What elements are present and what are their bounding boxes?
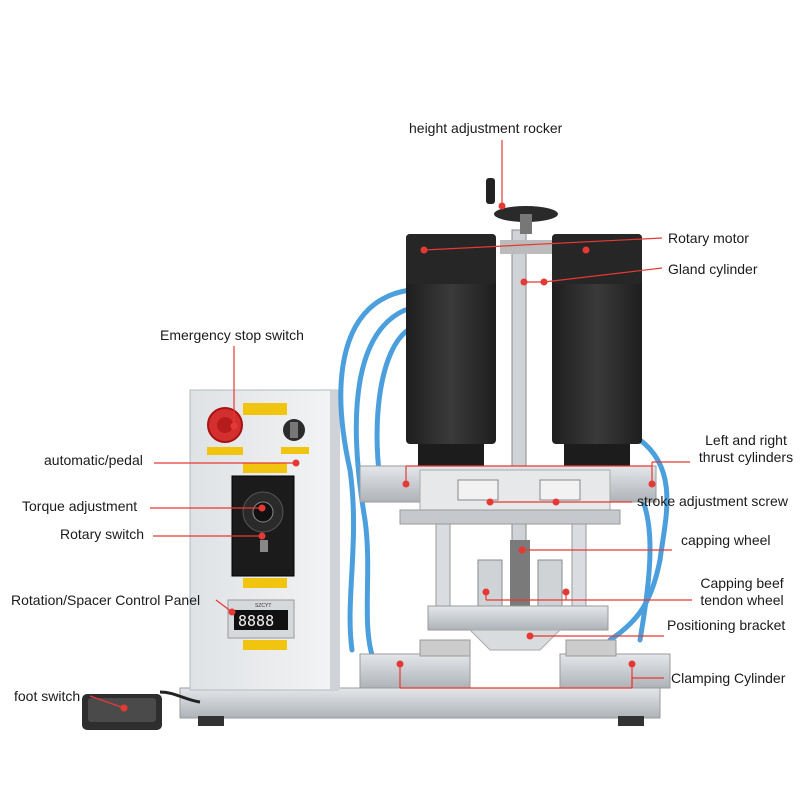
- label-clamping-cylinder: Clamping Cylinder: [671, 670, 786, 686]
- label-positioning-bracket: Positioning bracket: [667, 617, 786, 633]
- label-thrust-cylinders-line1: Left and right: [705, 432, 787, 448]
- thrust-cylinder-rail: [359, 465, 657, 525]
- positioning-bracket-part: [427, 605, 609, 651]
- label-torque-adjustment: Torque adjustment: [22, 498, 138, 514]
- label-emergency-stop-switch: Emergency stop switch: [160, 327, 304, 343]
- label-foot-switch: foot switch: [14, 688, 81, 704]
- label-capping-beef-line1: Capping beef: [700, 575, 784, 591]
- leader-lines: [89, 140, 692, 712]
- label-rotary-motor: Rotary motor: [668, 230, 749, 246]
- base-plate: [179, 687, 661, 726]
- label-gland-cylinder: Gland cylinder: [668, 261, 758, 277]
- label-rotary-switch: Rotary switch: [60, 526, 145, 542]
- label-height-adjustment-rocker: height adjustment rocker: [409, 120, 563, 136]
- label-thrust-cylinders-line2: thrust cylinders: [698, 449, 794, 465]
- control-cabinet: 8888 SZCYT: [189, 389, 340, 691]
- label-automatic-pedal: automatic/pedal: [44, 452, 143, 468]
- label-thrust-cylinders: Left and right thrust cylinders: [694, 432, 798, 466]
- display-brand: SZCYT: [255, 603, 271, 609]
- display-digits: 8888: [238, 612, 274, 630]
- height-rocker: [486, 178, 558, 234]
- label-stroke-adjustment-screw: stroke adjustment screw: [637, 493, 788, 509]
- rotary-motors: [406, 234, 642, 474]
- label-capping-beef-tendon-wheel: Capping beef tendon wheel: [692, 575, 792, 609]
- label-rotation-spacer-panel: Rotation/Spacer Control Panel: [11, 592, 201, 608]
- label-capping-wheel: capping wheel: [681, 532, 771, 548]
- label-capping-beef-line2: tendon wheel: [700, 592, 784, 608]
